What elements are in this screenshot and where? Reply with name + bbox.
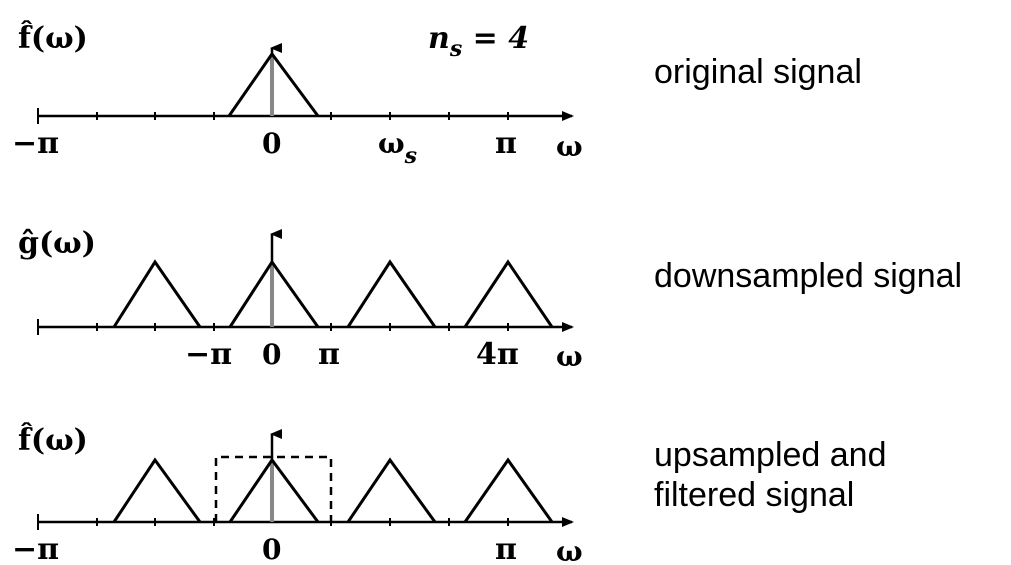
panel-downsampled-axis-label-omega: ω	[556, 340, 583, 373]
panel-upsampled-tick-neg-pi: −π	[12, 532, 59, 565]
panel-original-ticks	[37, 108, 509, 124]
panel-upsampled-caption-line-1: upsampled and	[654, 436, 887, 474]
panel-upsampled-triangle-2	[228, 457, 320, 523]
panel-downsampled-ticks	[37, 319, 509, 335]
panel-upsampled-lowpass-filter-box	[214, 455, 333, 522]
panel-downsampled-tick-neg-pi: −π	[185, 337, 232, 372]
panel-upsampled-axis-label-omega: ω	[556, 535, 583, 565]
panel-upsampled-triangle-1	[112, 457, 202, 523]
panel-original-axis-label-omega: ω	[556, 130, 583, 163]
sampling-factor-annotation: ns = 4	[428, 21, 529, 62]
panel-downsampled-triangle-1	[112, 259, 202, 328]
panel-original-tick-neg-pi: −π	[12, 126, 59, 161]
panel-upsampled-triangle-3	[346, 457, 437, 523]
panel-downsampled-tick-4pi: 4π	[476, 337, 519, 372]
panel-downsampled-triangle-3	[346, 259, 437, 328]
panel-downsampled-tick-pi: π	[318, 337, 340, 372]
panel-original-tick-zero: 0	[262, 127, 281, 160]
panel-original-spectrum-triangle	[227, 51, 320, 117]
panel-downsampled-triangle-4	[463, 259, 554, 328]
panel-original: f̂(ω) ns = 4 −π 0 ωs π ω original signal	[12, 21, 862, 169]
panel-downsampled-caption: downsampled signal	[654, 257, 962, 295]
panel-downsampled-triangle-2	[228, 259, 320, 328]
panel-upsampled-ylabel: f̂(ω)	[18, 423, 88, 458]
panel-original-tick-omega-s: ωs	[378, 127, 417, 169]
panel-original-ylabel: f̂(ω)	[18, 21, 88, 56]
panel-upsampled: f̂(ω) −π 0 π ω upsampled and filtered si…	[12, 423, 887, 565]
panel-upsampled-tick-pi: π	[495, 532, 517, 565]
panel-upsampled-caption-line-2: filtered signal	[654, 476, 854, 514]
panel-downsampled: ĝ(ω) −π 0 π 4π ω downsampled signal	[18, 226, 962, 373]
panel-original-caption: original signal	[654, 53, 862, 91]
panel-original-tick-pi: π	[495, 126, 517, 161]
panel-upsampled-tick-zero: 0	[262, 533, 281, 565]
panel-upsampled-triangle-4	[463, 457, 554, 523]
panel-downsampled-ylabel: ĝ(ω)	[18, 226, 96, 261]
panel-downsampled-tick-zero: 0	[262, 338, 281, 371]
